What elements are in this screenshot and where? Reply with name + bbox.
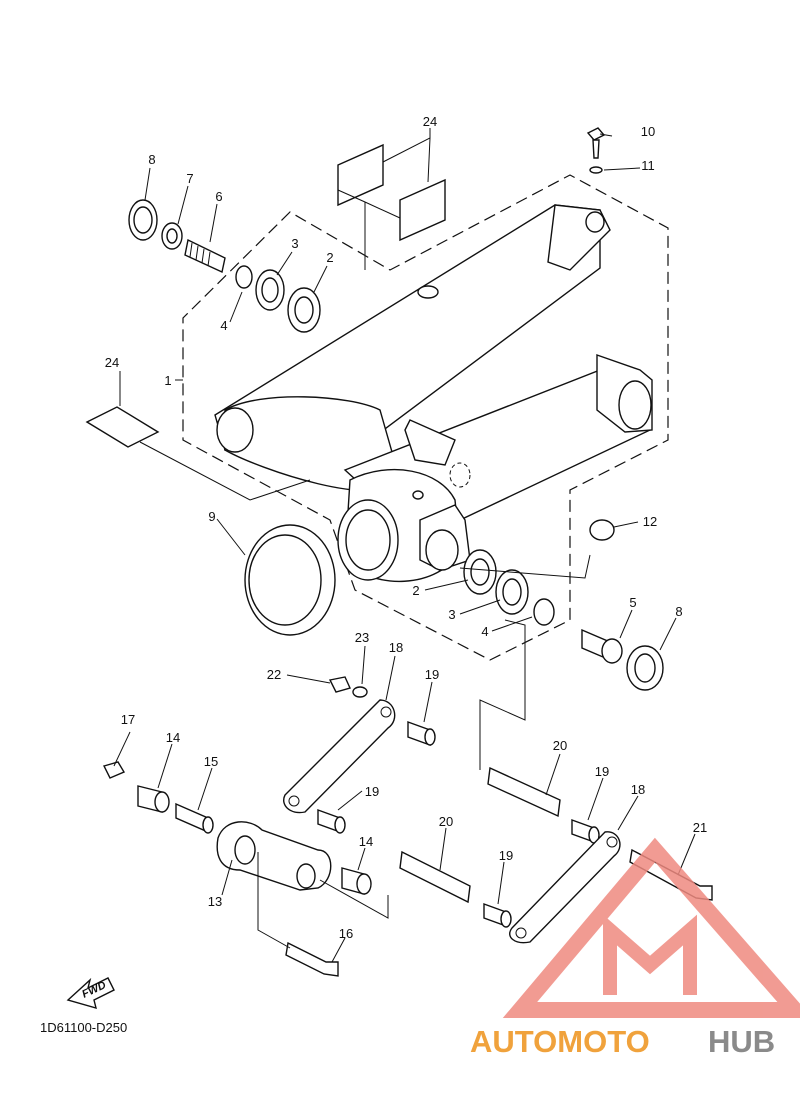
watermark-text-part2: HUB [708, 1024, 775, 1059]
callout-17: 17 [121, 712, 135, 727]
callout-19-a: 19 [425, 667, 439, 682]
collars-19 [317, 721, 600, 928]
callout-16: 16 [339, 926, 353, 941]
callout-5: 5 [629, 595, 636, 610]
callout-21: 21 [693, 820, 707, 835]
callout-18-lower: 18 [631, 782, 645, 797]
callout-4-right: 4 [481, 624, 488, 639]
watermark-logo [502, 837, 800, 1018]
callout-22: 22 [267, 667, 281, 682]
ring-9 [244, 524, 336, 636]
pivot-parts-left [128, 199, 321, 333]
callout-19-b: 19 [595, 764, 609, 779]
callout-1: 1 [164, 373, 171, 388]
callout-12: 12 [643, 514, 657, 529]
callout-20-lower: 20 [439, 814, 453, 829]
label-plate-24-upper-left [337, 143, 384, 207]
forward-arrow: FWD [66, 977, 115, 1010]
watermark-text-part1: AUTOMOTO [470, 1024, 650, 1059]
callout-24-left: 24 [105, 355, 119, 370]
bolt-16 [285, 941, 339, 977]
callout-19-d: 19 [499, 848, 513, 863]
callout-19-c: 19 [365, 784, 379, 799]
callout-13: 13 [208, 894, 222, 909]
callout-23: 23 [355, 630, 369, 645]
callout-2: 2 [326, 250, 333, 265]
callout-3-right: 3 [448, 607, 455, 622]
callout-14: 14 [166, 730, 180, 745]
shaft-20-upper [487, 766, 561, 818]
label-plate-24-left [85, 406, 160, 448]
callout-numbers: 24 8 7 6 3 2 4 1 24 10 11 9 12 2 3 4 5 8… [105, 114, 707, 941]
washer-23 [352, 686, 368, 698]
leader-lines [113, 128, 696, 963]
callout-14-right: 14 [359, 834, 373, 849]
callout-18: 18 [389, 640, 403, 655]
nut-22 [328, 676, 351, 693]
link-18-lower [509, 831, 621, 944]
link-18-upper [283, 699, 396, 814]
diagram-code: 1D61100-D250 [40, 1020, 127, 1035]
callout-3: 3 [291, 236, 298, 251]
shaft-20-lower [399, 850, 471, 904]
swingarm [214, 204, 653, 583]
callout-20: 20 [553, 738, 567, 753]
label-plate-24-upper-right [399, 178, 446, 242]
callout-6: 6 [215, 189, 222, 204]
callout-2-right: 2 [412, 583, 419, 598]
callout-24: 24 [423, 114, 437, 129]
callout-8-right: 8 [675, 604, 682, 619]
callout-15: 15 [204, 754, 218, 769]
assembly-boundary [182, 174, 669, 661]
callout-7: 7 [186, 171, 193, 186]
callout-8: 8 [148, 152, 155, 167]
callout-9: 9 [208, 509, 215, 524]
nut-17 [102, 761, 126, 779]
bolt-10-washer-11 [586, 127, 606, 174]
pivot-shaft-5-cap-8 [581, 628, 664, 691]
callout-4: 4 [220, 318, 227, 333]
callout-11: 11 [641, 158, 655, 173]
cap-12 [589, 519, 615, 541]
callout-10: 10 [641, 124, 655, 139]
pivot-parts-right [463, 549, 555, 626]
